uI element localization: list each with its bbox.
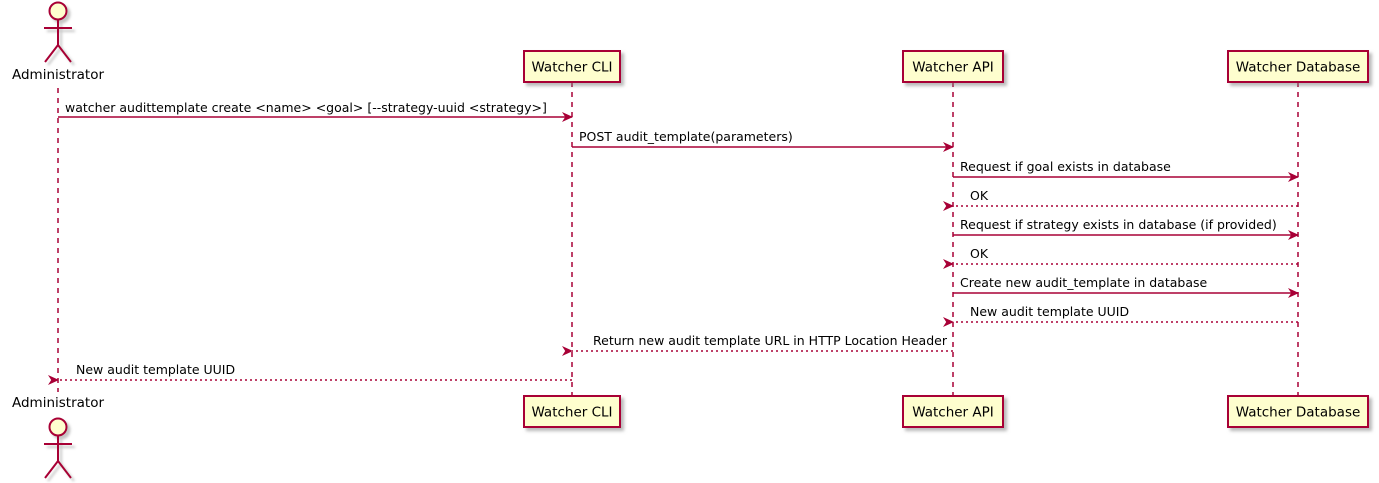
message-4: OK — [943, 188, 1298, 211]
participant-box-rect[interactable] — [902, 50, 1004, 83]
participant-box-watcher-cli-top[interactable]: Watcher CLI — [523, 50, 621, 83]
actor-head-icon — [48, 417, 68, 437]
actor-figure — [44, 417, 72, 479]
participant-label-watcher-database: Watcher Database — [1236, 60, 1361, 76]
actor-leg-left-icon — [44, 44, 59, 63]
message-label-6: OK — [970, 246, 989, 261]
participant-label-watcher-api: Watcher API — [912, 60, 994, 76]
message-1: watcher audittemplate create <name> <goa… — [58, 100, 573, 122]
message-label-2: POST audit_template(parameters) — [579, 129, 793, 144]
message-label-1: watcher audittemplate create <name> <goa… — [65, 100, 547, 115]
participant-box-watcher-cli-bottom[interactable]: Watcher CLI — [523, 395, 621, 428]
actor-administrator-bottom: Administrator — [12, 395, 104, 479]
message-3: Request if goal exists in database — [953, 159, 1299, 182]
actor-leg-left-icon — [44, 460, 59, 479]
participant-box-watcher-api-bottom[interactable]: Watcher API — [902, 395, 1004, 428]
actor-leg-right-icon — [57, 460, 72, 479]
message-label-10: New audit template UUID — [76, 362, 235, 377]
message-label-4: OK — [970, 188, 989, 203]
messages-layer: watcher audittemplate create <name> <goa… — [48, 100, 1299, 385]
participant-box-rect[interactable] — [1227, 50, 1369, 83]
message-5: Request if strategy exists in database (… — [953, 217, 1299, 240]
message-label-7: Create new audit_template in database — [960, 275, 1207, 290]
participant-box-rect[interactable] — [1227, 395, 1369, 428]
actor-administrator-top: Administrator — [12, 1, 104, 83]
message-label-3: Request if goal exists in database — [960, 159, 1171, 174]
message-2: POST audit_template(parameters) — [572, 129, 954, 152]
participant-label-watcher-api: Watcher API — [912, 405, 994, 421]
message-label-8: New audit template UUID — [970, 304, 1129, 319]
participant-label-watcher-cli: Watcher CLI — [531, 60, 612, 76]
participant-label-watcher-cli: Watcher CLI — [531, 405, 612, 421]
actor-leg-right-icon — [57, 44, 72, 63]
message-7: Create new audit_template in database — [953, 275, 1299, 298]
participant-box-watcher-api-top[interactable]: Watcher API — [902, 50, 1004, 83]
actor-head-icon — [48, 1, 68, 21]
actor-label-administrator: Administrator — [12, 67, 104, 83]
participant-box-watcher-database-bottom[interactable]: Watcher Database — [1227, 395, 1369, 428]
participant-label-watcher-database: Watcher Database — [1236, 405, 1361, 421]
message-10: New audit template UUID — [48, 362, 572, 385]
message-label-5: Request if strategy exists in database (… — [960, 217, 1277, 232]
actor-label-administrator: Administrator — [12, 395, 104, 411]
message-label-9: Return new audit template URL in HTTP Lo… — [593, 333, 948, 348]
participant-box-rect[interactable] — [902, 395, 1004, 428]
message-8: New audit template UUID — [943, 304, 1298, 327]
message-6: OK — [943, 246, 1298, 269]
participant-box-watcher-database-top[interactable]: Watcher Database — [1227, 50, 1369, 83]
participant-box-rect[interactable] — [523, 395, 621, 428]
actor-figure — [44, 1, 72, 63]
participant-box-rect[interactable] — [523, 50, 621, 83]
lifelines-layer — [57, 82, 1299, 396]
message-9: Return new audit template URL in HTTP Lo… — [562, 333, 953, 356]
